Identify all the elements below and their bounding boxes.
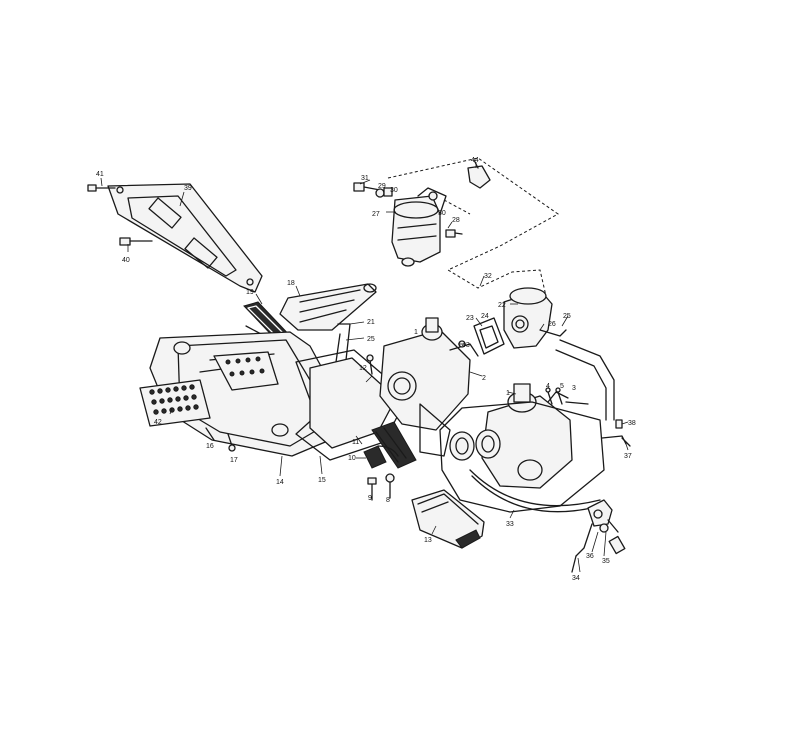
filter-element-42 (139, 379, 211, 427)
carburetor-right (481, 383, 573, 489)
callout-25: 25 (563, 313, 571, 320)
fuel-pump-22 (503, 287, 567, 349)
callout-27: 27 (372, 211, 380, 218)
callout-18: 18 (287, 280, 295, 287)
callout-32: 32 (484, 273, 492, 280)
parts-38-37 (601, 419, 631, 447)
callout-2: 2 (482, 375, 486, 382)
callout-43: 43 (462, 342, 470, 349)
callout-1: 1 (414, 329, 418, 336)
callout-41: 41 (96, 171, 104, 178)
callout-3: 3 (572, 385, 576, 392)
screws-3-4-5 (545, 387, 589, 405)
gasket-23-24 (473, 317, 505, 355)
connector-44 (467, 159, 491, 189)
inner-filter (213, 351, 279, 391)
callout-10: 10 (348, 455, 356, 462)
fitting-31 (353, 182, 381, 192)
callout-17: 17 (230, 457, 238, 464)
bolt-41 (87, 184, 116, 192)
callout-29: 29 (378, 183, 386, 190)
carburetor-left (379, 317, 479, 457)
callout-4: 4 (546, 383, 550, 390)
callout-40: 40 (122, 257, 130, 264)
fitting-29-30 (375, 187, 393, 198)
parts-16-17 (205, 427, 236, 452)
callout-1: 1 (506, 390, 510, 397)
callout-36: 36 (586, 553, 594, 560)
part-12 (366, 354, 374, 375)
callout-37: 37 (624, 453, 632, 460)
callout-39: 39 (184, 185, 192, 192)
callout-11: 11 (352, 439, 359, 446)
callout-9: 9 (368, 495, 372, 502)
callout-34: 34 (572, 575, 580, 582)
callout-30: 30 (438, 210, 446, 217)
callout-21: 21 (367, 319, 375, 326)
bracket-21 (335, 323, 357, 363)
callout-5: 5 (560, 383, 564, 390)
callout-16: 16 (206, 443, 214, 450)
leader-lines (100, 162, 629, 573)
intake-manifold (439, 339, 615, 513)
callout-labels: 41 39 40 31 29 30 27 30 28 44 32 22 19 1… (96, 157, 636, 582)
callout-44: 44 (471, 157, 479, 164)
fuel-filter-27 (391, 187, 447, 267)
callout-19: 19 (246, 289, 254, 296)
callout-23: 23 (466, 315, 474, 322)
callout-33: 33 (506, 521, 514, 528)
callout-12: 12 (359, 365, 367, 372)
callout-22: 22 (498, 302, 506, 309)
callout-24: 24 (481, 313, 489, 320)
callout-31: 31 (361, 175, 369, 182)
callout-8: 8 (386, 497, 390, 504)
callout-15: 15 (318, 477, 326, 484)
intake-funnel-18 (279, 283, 377, 331)
bolt-40 (119, 237, 153, 246)
callout-25: 25 (367, 336, 375, 343)
callout-42: 42 (154, 419, 162, 426)
fitting-28 (445, 229, 463, 238)
callout-13: 13 (424, 537, 432, 544)
callout-30: 30 (390, 187, 398, 194)
hose-33 (469, 469, 601, 513)
callout-28: 28 (452, 217, 460, 224)
throttle-lever (571, 499, 626, 573)
callout-38: 38 (628, 420, 636, 427)
clamp-10 (363, 445, 399, 469)
callout-35: 35 (602, 558, 610, 565)
heat-shield-13 (411, 489, 485, 549)
air-box-base-15 (295, 349, 417, 469)
callout-14: 14 (276, 479, 284, 486)
cover-plate-39 (107, 183, 263, 293)
fuel-line (387, 157, 559, 297)
callout-26: 26 (548, 321, 556, 328)
